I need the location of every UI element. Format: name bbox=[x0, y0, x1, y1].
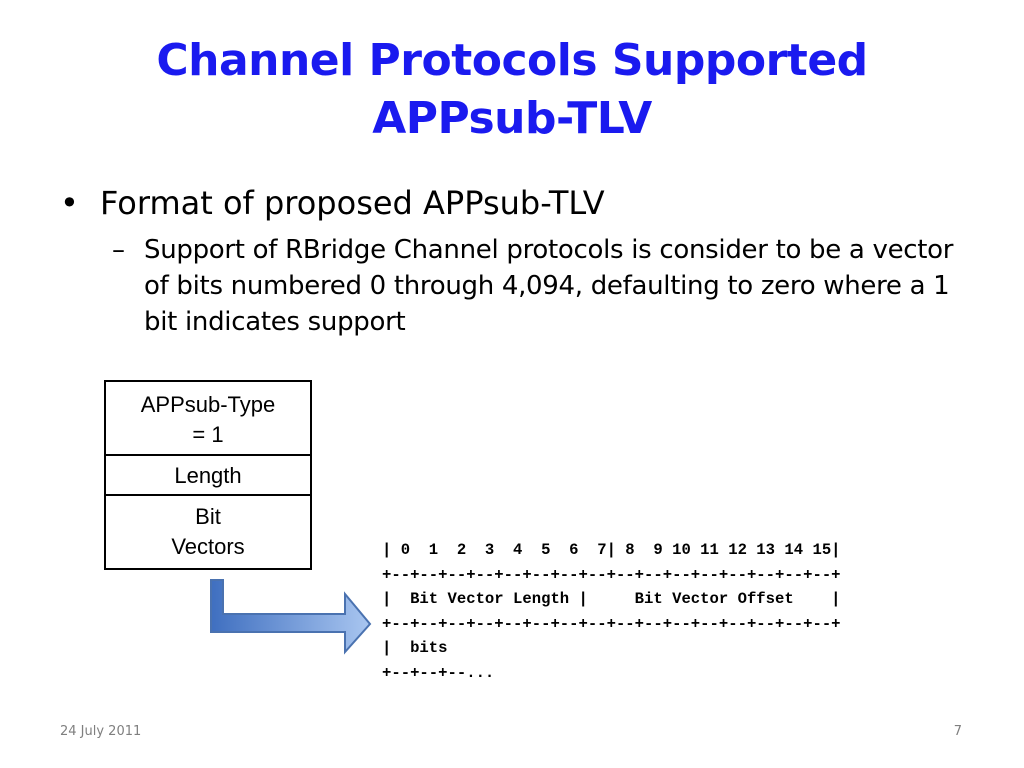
bit-vector-diagram: | 0 1 2 3 4 5 6 7| 8 9 10 11 12 13 14 15… bbox=[382, 538, 841, 685]
tlv-bit-vectors-cell: Bit Vectors bbox=[106, 496, 310, 568]
tlv-bits-label-1: Bit bbox=[195, 504, 221, 529]
page-number: 7 bbox=[953, 724, 962, 739]
title-line-2: APPsub-TLV bbox=[372, 93, 652, 144]
diagram-line: | 0 1 2 3 4 5 6 7| 8 9 10 11 12 13 14 15… bbox=[382, 541, 841, 559]
diagram-line: +--+--+--+--+--+--+--+--+--+--+--+--+--+… bbox=[382, 614, 841, 633]
tlv-length-label: Length bbox=[174, 463, 242, 488]
bullet-level-2: – Support of RBridge Channel protocols i… bbox=[112, 232, 982, 340]
diagram-line: | Bit Vector Length | Bit Vector Offset … bbox=[382, 590, 841, 608]
diagram-line: +--+--+--... bbox=[382, 663, 495, 682]
tlv-type-cell: APPsub-Type = 1 bbox=[106, 382, 310, 456]
sub-bullet-marker: – bbox=[112, 235, 125, 265]
tlv-type-label: APPsub-Type bbox=[140, 392, 276, 417]
bullet-level-1: • Format of proposed APPsub-TLV bbox=[60, 183, 605, 223]
bullet-marker: • bbox=[60, 184, 79, 222]
sub-bullet-text: Support of RBridge Channel protocols is … bbox=[144, 235, 954, 337]
diagram-line: +--+--+--+--+--+--+--+--+--+--+--+--+--+… bbox=[382, 565, 841, 584]
tlv-structure-box: APPsub-Type = 1 Length Bit Vectors bbox=[104, 380, 312, 570]
tlv-length-cell: Length bbox=[106, 456, 310, 496]
diagram-line: | bits bbox=[382, 639, 448, 657]
footer-date: 24 July 2011 bbox=[60, 724, 142, 739]
slide-title: Channel Protocols Supported APPsub-TLV bbox=[0, 32, 1024, 148]
bullet-text: Format of proposed APPsub-TLV bbox=[100, 184, 605, 222]
tlv-bits-label-2: Vectors bbox=[171, 534, 245, 559]
title-line-1: Channel Protocols Supported bbox=[156, 35, 868, 86]
bent-right-arrow-icon bbox=[210, 579, 372, 655]
tlv-type-value: = 1 bbox=[192, 422, 224, 447]
